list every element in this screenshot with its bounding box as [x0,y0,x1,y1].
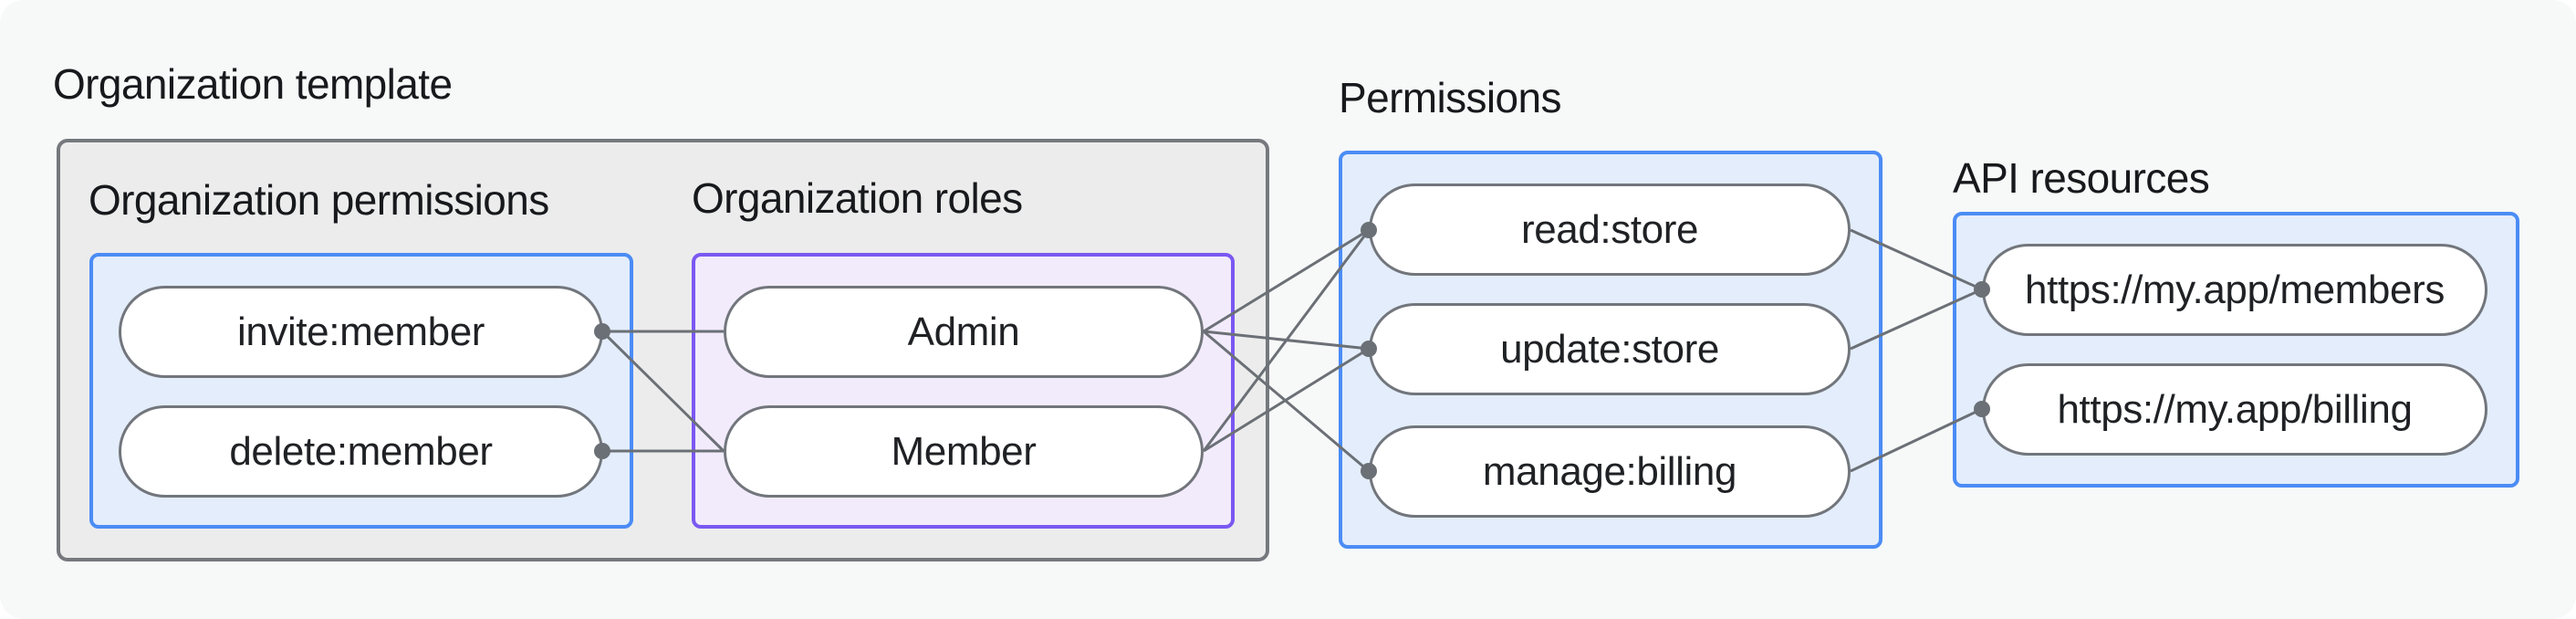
node-api-billing-url: https://my.app/billing [1982,363,2487,456]
node-manage-billing: manage:billing [1369,425,1851,518]
organization-roles-label: Organization roles [692,174,1023,222]
node-admin-role: Admin [724,286,1204,378]
organization-template-label: Organization template [53,60,453,108]
node-invite-member: invite:member [119,286,603,378]
node-member-role: Member [724,405,1204,498]
node-api-members-url: https://my.app/members [1982,244,2487,336]
organization-permissions-label: Organization permissions [89,176,549,224]
permissions-label: Permissions [1339,74,1562,121]
node-delete-member: delete:member [119,405,603,498]
node-read-store: read:store [1369,184,1851,276]
api-resources-label: API resources [1953,154,2210,202]
node-update-store: update:store [1369,303,1851,395]
